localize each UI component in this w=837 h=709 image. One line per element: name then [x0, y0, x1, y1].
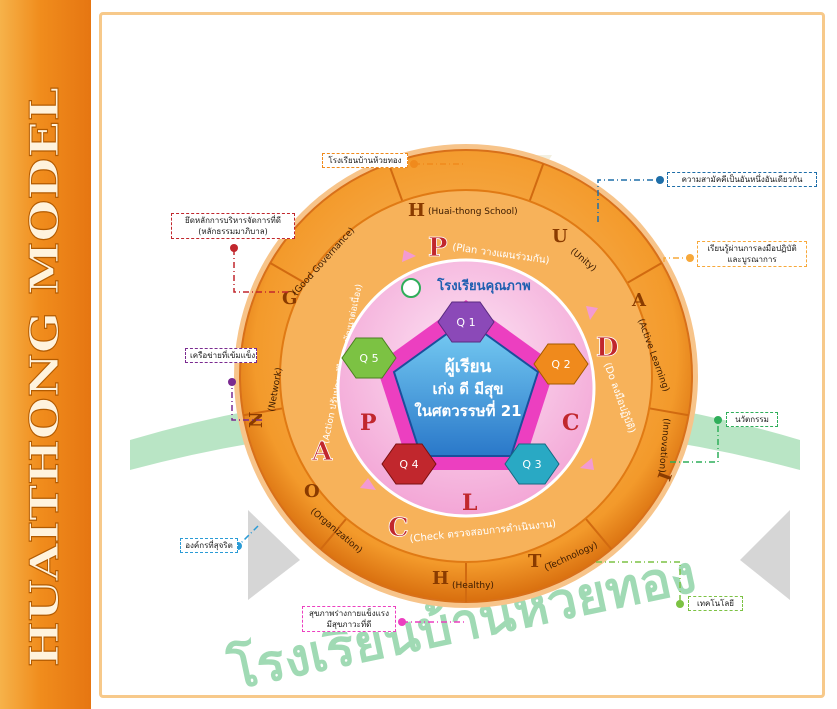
q2-label: Q 2 [551, 358, 570, 371]
callout-connectors [231, 163, 719, 623]
ring-text-i: (Innovation) [656, 418, 671, 473]
ring-letter-t: T [528, 551, 542, 572]
q4-hexagon [381, 443, 437, 485]
callout-governance: ยึดหลักการบริหารจัดการที่ดี (หลักธรรมมาภ… [171, 213, 295, 239]
callout-unity: ความสามัคคีเป็นอันหนึ่งอันเดียวกัน [667, 172, 817, 187]
q3-hexagon [504, 443, 560, 485]
callout-network: เครือข่ายที่เข้มแข็ง [185, 348, 257, 363]
cycle-letter-do: D [596, 333, 619, 363]
ring-letter-u: U [552, 226, 568, 247]
ring-letter-g: G [282, 288, 297, 309]
ring-letter-h2: H [432, 568, 449, 589]
center-line3: ในศตวรรษที่ 21 [414, 400, 521, 420]
callout-school: โรงเรียนบ้านห้วยทอง [322, 153, 408, 168]
callout-innovation: นวัตกรรม [726, 412, 778, 427]
ring-letter-h1: H [408, 200, 425, 221]
cycle-letter-check: C [388, 513, 409, 543]
q4-label: Q 4 [399, 458, 418, 471]
callout-technology: เทคโนโลยี [688, 596, 743, 611]
q1-label: Q 1 [456, 316, 475, 329]
cycle-letter-plan: P [428, 233, 448, 263]
callout-organization: องค์กรที่สุจริต [180, 538, 238, 553]
ring-text-h1: (Huai-thong School) [428, 207, 518, 217]
ring-text-h2: (Healthy) [452, 581, 494, 591]
center-line2: เก่ง ดี มีสุข [432, 380, 503, 399]
side-title-band: HUAITHONG MODEL [0, 0, 91, 709]
q3-label: Q 3 [522, 458, 541, 471]
arrow-icon [402, 250, 416, 262]
q1-hexagon [437, 301, 495, 343]
center-line1: ผู้เรียน [445, 356, 492, 378]
quality-hexagons: Q 1 Q 2 Q 3 Q 4 Q 5 [341, 301, 589, 485]
pdca-letter-l: L [462, 490, 477, 516]
callout-healthy: สุขภาพร่างกายแข็งแรง มีสุขภาวะที่ดี [302, 606, 396, 632]
cycle-letter-action: A [311, 437, 333, 467]
side-title-svg: HUAITHONG MODEL [22, 87, 69, 668]
q5-hexagon [341, 337, 397, 379]
arrow-icon [586, 306, 598, 320]
pdca-letter-c: C [562, 410, 580, 436]
quality-title: โรงเรียนคุณภาพ [436, 277, 530, 294]
q5-label: Q 5 [359, 352, 378, 365]
school-logo-icon [401, 278, 421, 298]
pdca-letter-p: P [360, 410, 377, 436]
arrow-icon [360, 478, 376, 490]
ring-letter-o: O [304, 481, 320, 502]
q2-hexagon [533, 343, 589, 385]
ring-letter-a: A [631, 290, 647, 311]
side-title: HUAITHONG MODEL [22, 87, 68, 667]
callout-active: เรียนรู้ผ่านการลงมือปฏิบัติ และบูรณาการ [697, 241, 807, 267]
center-pentagon [392, 318, 540, 457]
ring-dividers [243, 163, 689, 602]
arrow-icon [580, 458, 594, 470]
